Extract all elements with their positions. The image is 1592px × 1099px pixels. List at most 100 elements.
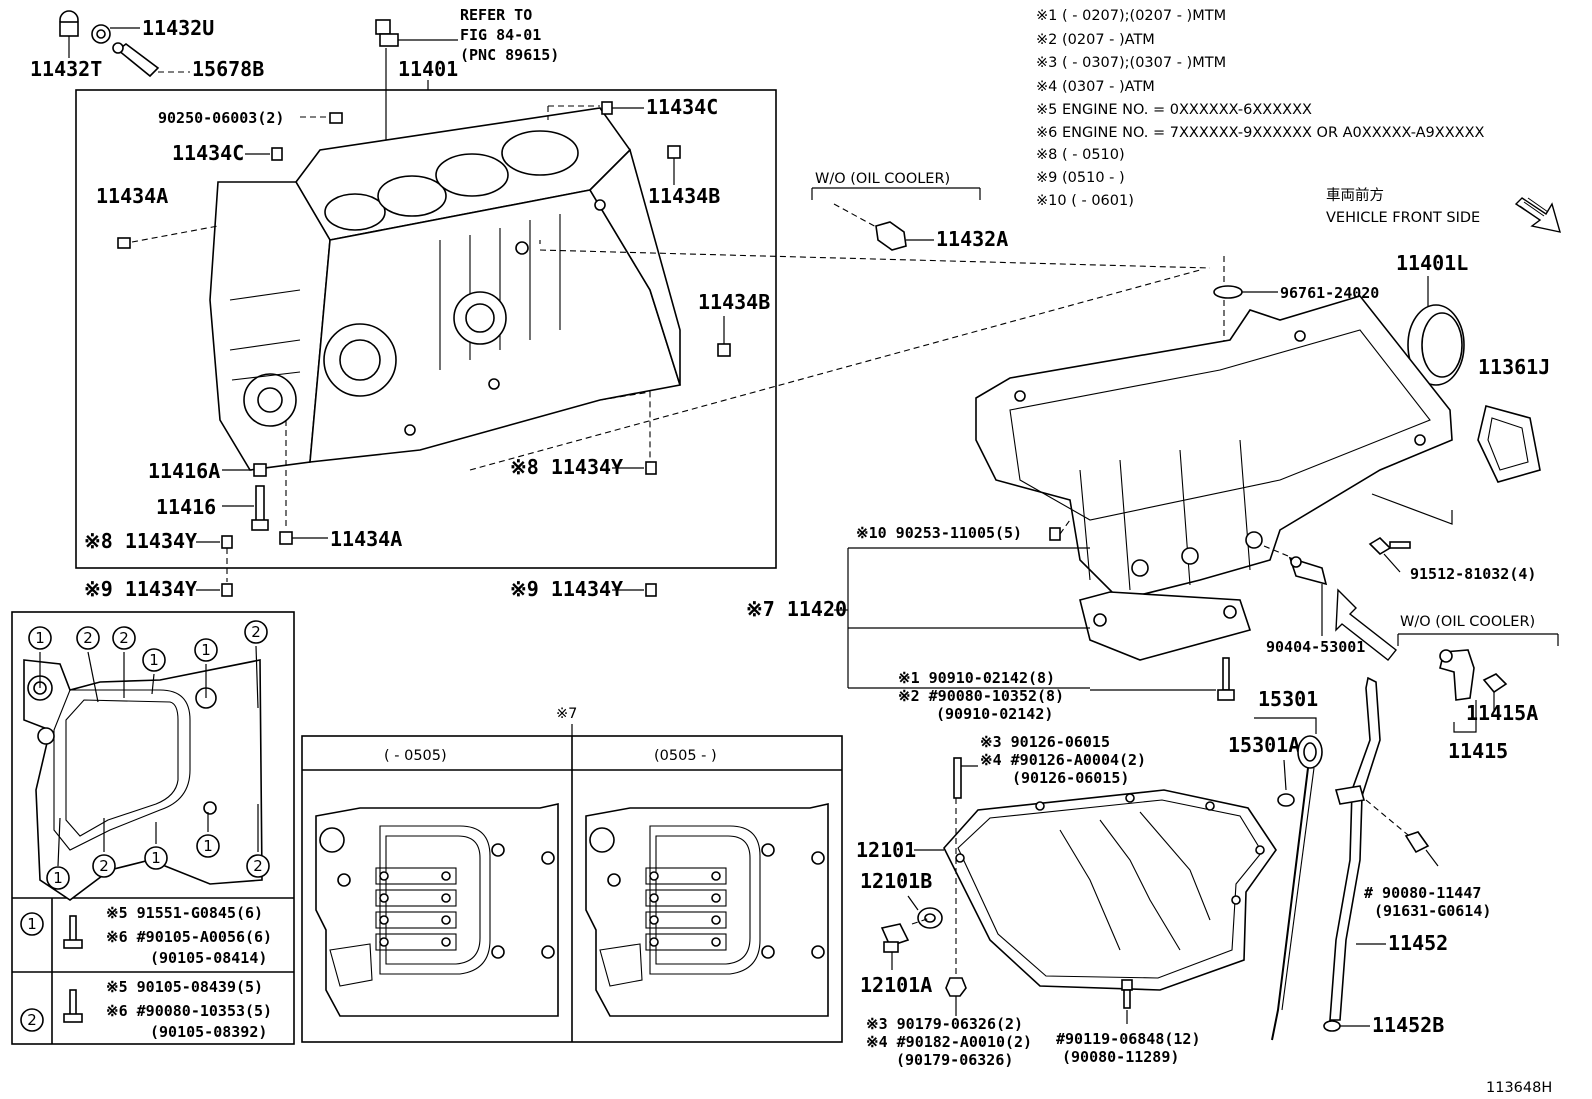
label-90179-06326-alt: (90179-06326) [896,1051,1013,1069]
label-11434c-top: 11434C [646,95,718,119]
note-9: ※9 (0510 - ) [1036,170,1125,186]
notes-block: ※1 ( - 0207);(0207 - )MTM ※2 (0207 - )AT… [1036,8,1485,209]
vehicle-front-en: VEHICLE FRONT SIDE [1326,210,1480,226]
cylinder-block-box [75,89,777,569]
note-10: ※10 ( - 0601) [1036,193,1134,209]
o-ring-96761-drawing [1213,285,1243,299]
lower-crankcase-drawing [975,295,1453,661]
label-11401l: 11401L [1396,251,1468,275]
label-90126-a0004: ※4 #90126-A0004(2) [980,751,1146,769]
note-3: ※3 ( - 0307);(0307 - )MTM [1036,55,1226,71]
label-15678b: 15678B [192,57,264,81]
svg-text:1: 1 [151,849,161,867]
cylinder-block-drawing [209,107,682,471]
pin-11434b-right-drawing [717,343,731,357]
note-6: ※6 ENGINE NO. = 7XXXXXX-9XXXXXX OR A0XXX… [1036,125,1485,141]
label-11434b-right: 11434B [698,290,770,314]
washer-11416a-drawing [253,463,267,477]
legend-bolt1-num: 1 [27,915,37,933]
label-11420: ※7 11420 [746,597,847,621]
svg-text:1: 1 [35,629,45,647]
stud-90126-drawing [953,757,962,799]
legend-row-bolt2: 2 ※5 90105-08439(5) ※6 #90080-10353(5) (… [20,978,272,1041]
label-90404-53001: 90404-53001 [1266,638,1365,656]
pin-11434y-right9-drawing [645,583,657,597]
label-wo-oil-cooler-top: W/O (OIL COOLER) [815,171,950,187]
inset-left-header: ( - 0505) [384,748,447,764]
oil-pan-12101-drawing [943,789,1277,991]
label-90080-11447: # 90080-11447 [1364,884,1481,902]
label-90080-11289: (90080-11289) [1062,1048,1179,1066]
pin-11434a-left-drawing [117,237,131,249]
legend-bolt2-line-3: (90105-08392) [150,1023,267,1041]
label-11434y-right9: ※9 11434Y [510,577,623,601]
label-90126-06015: ※3 90126-06015 [980,733,1110,751]
svg-text:1: 1 [203,837,213,855]
note-4: ※4 (0307 - )ATM [1036,79,1155,95]
pin-11434c-top-drawing [601,101,613,115]
label-91631-g0614: (91631-G0614) [1374,902,1491,920]
label-11415a: 11415A [1466,701,1538,725]
note-2: ※2 (0207 - )ATM [1036,32,1155,48]
pin-11434y-left8-drawing [221,535,233,549]
pin-11434y-left9-drawing [221,583,233,597]
label-11452: 11452 [1388,931,1448,955]
legend-bolt2-line-2: ※6 #90080-10353(5) [106,1002,272,1020]
label-11401: 11401 [398,57,458,81]
bolt-location-markers: 1 2 2 1 1 2 1 2 1 1 2 [28,620,270,890]
adapter-11415-drawing [1439,649,1475,701]
label-90253-11005: ※10 90253-11005(5) [856,524,1022,542]
o-ring-11452b-drawing [1323,1020,1341,1032]
plug-11415a-drawing [1482,673,1508,694]
plug-11432t-drawing [59,10,79,37]
inset-left-drawing [315,803,559,1017]
label-11432u: 11432U [142,16,214,40]
legend-bolt1-line-2: ※6 #90105-A0056(6) [106,928,272,946]
refer-line-2: FIG 84-01 [460,26,541,44]
label-15301: 15301 [1258,687,1318,711]
svg-text:2: 2 [99,857,109,875]
label-11416a: 11416A [148,459,220,483]
label-11416: 11416 [156,495,216,519]
plug-11432a-drawing [875,221,907,251]
svg-text:1: 1 [53,869,63,887]
note-5: ※5 ENGINE NO. = 0XXXXXX-6XXXXXX [1036,102,1312,118]
label-90910-02142: ※1 90910-02142(8) [898,669,1055,687]
refer-line-3: (PNC 89615) [460,46,559,64]
svg-text:1: 1 [201,641,211,659]
pin-11434y-mid-drawing [645,461,657,475]
bolt-90080-11447-drawing [1404,831,1430,854]
label-11434y-left8: ※8 11434Y [84,529,197,553]
vehicle-front-jp: 車両前方 [1326,187,1384,204]
pin-90250-drawing [329,112,343,124]
sensor-plug-drawing [375,19,399,47]
pin-11434c-left-drawing [271,147,283,161]
direction-arrow-icon [1335,588,1397,661]
dipstick-15301-drawing [1271,735,1323,1041]
bolt-90910-drawing [1217,657,1235,701]
label-15301a: 15301A [1228,733,1300,757]
label-11452b: 11452B [1372,1013,1444,1037]
legend-bolt1-line-1: ※5 91551-G0845(6) [106,904,263,922]
inset-right-header: (0505 - ) [654,748,717,764]
label-90910-02142-alt: (90910-02142) [936,705,1053,723]
gasket-12101b-drawing [917,907,943,929]
label-11434a-bottom: 11434A [330,527,402,551]
label-11434y-mid: ※8 11434Y [510,455,623,479]
pin-90253-drawing [1049,527,1061,541]
o-ring-15301a-drawing [1277,793,1295,807]
oil-seal-11401l-drawing [1407,304,1465,386]
label-12101: 12101 [856,838,916,862]
svg-text:2: 2 [83,629,93,647]
gasket-11361j-drawing [1477,405,1541,483]
switch-90404-drawing [1288,556,1328,586]
pin-11434b-top-drawing [667,145,681,159]
bolt-90119-drawing [1121,979,1133,1009]
legend-row-bolt1: 1 ※5 91551-G0845(6) ※6 #90105-A0056(6) (… [20,904,272,967]
legend-bolt2-line-1: ※5 90105-08439(5) [106,978,263,996]
label-11432a: 11432A [936,227,1008,251]
label-12101b: 12101B [860,869,932,893]
front-arrow-icon [1514,197,1561,233]
bolt-pattern-drawing [23,659,263,901]
label-90126-06015-alt: (90126-06015) [1012,769,1129,787]
